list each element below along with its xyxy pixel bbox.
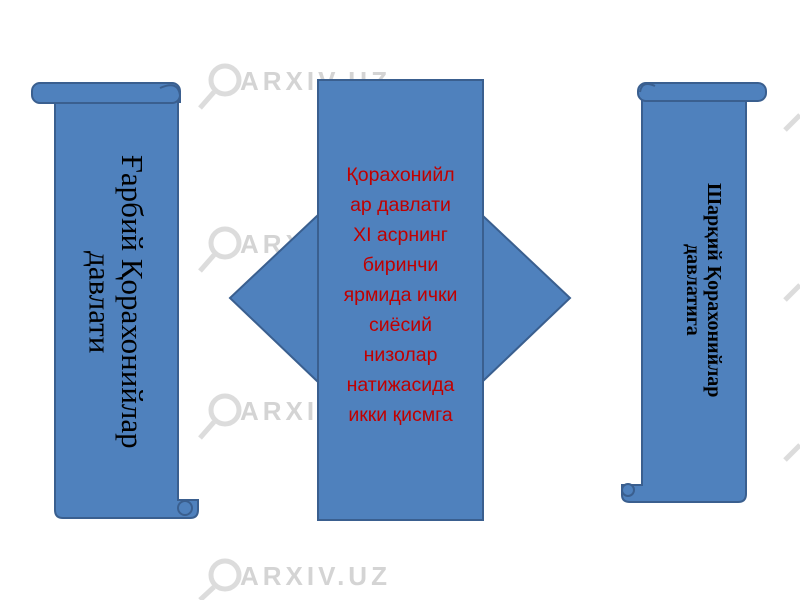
right-scroll-title: Шарқий Қорахонийлар <box>703 182 725 398</box>
center-line-3: XI асрнинг <box>353 224 448 246</box>
magnifier-icon <box>198 226 242 273</box>
left-scroll-title: Ғарбий Қорахонийлар <box>115 155 150 449</box>
center-line-4: биринчи <box>362 254 439 276</box>
right-scroll <box>621 82 767 503</box>
center-box <box>317 79 484 521</box>
center-line-5: ярмида ички <box>343 284 458 306</box>
left-scroll-subtitle: давлати <box>82 250 118 354</box>
magnifier-icon <box>198 393 242 440</box>
center-line-7: низолар <box>363 344 438 366</box>
magnifier-icon <box>198 63 242 110</box>
watermark-4: ARXIV.UZ <box>198 558 391 600</box>
center-line-8: натижасида <box>346 374 455 396</box>
left-scroll <box>31 82 199 519</box>
center-line-6: сиёсий <box>368 314 433 336</box>
center-box-text: Қорахонийл ар давлати XI асрнинг биринчи… <box>318 160 483 430</box>
right-scroll-subtitle: давлатига <box>682 244 704 336</box>
center-line-9: икки қисмга <box>348 404 453 426</box>
left-scroll-label: Ғарбий Қорахонийлар давлати <box>68 112 150 492</box>
watermark-edge <box>783 113 800 462</box>
center-line-1: Қорахонийл <box>346 164 455 186</box>
magnifier-icon <box>198 558 242 600</box>
right-scroll-label: Шарқий Қорахонийлар давлатига <box>658 110 725 470</box>
center-line-2: ар давлати <box>350 194 451 216</box>
watermark-text: ARXIV.UZ <box>240 561 391 591</box>
